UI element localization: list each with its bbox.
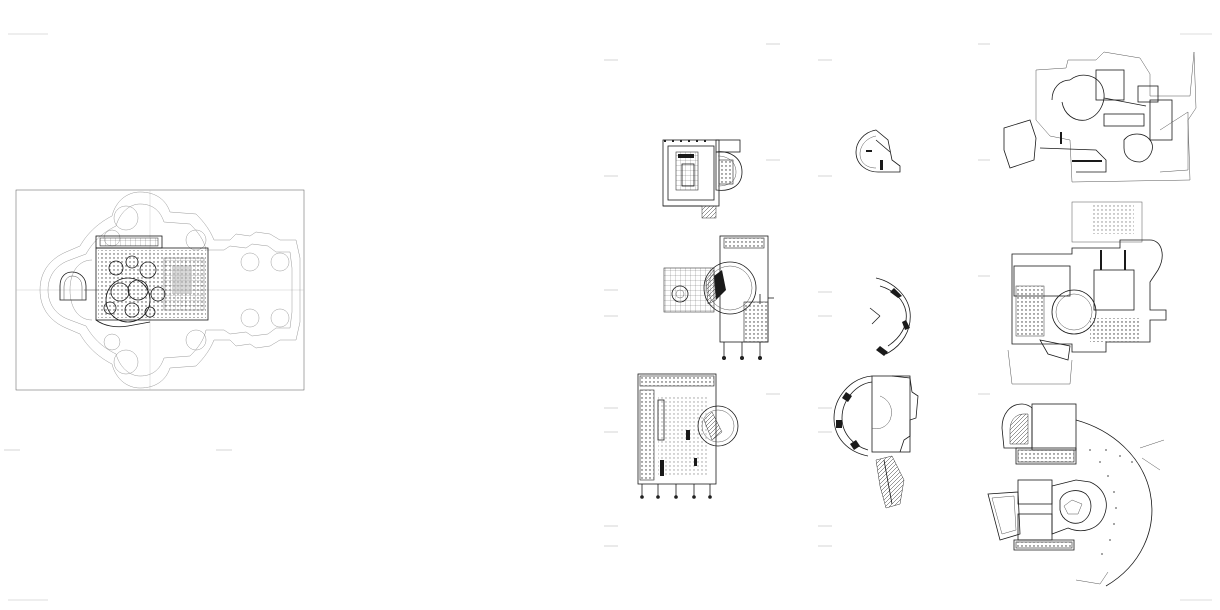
arc-detail-3 (833, 375, 919, 509)
arc-detail-2 (869, 277, 911, 356)
building-plan-2 (663, 235, 774, 360)
site-plan-2 (1007, 201, 1167, 385)
building-plan-1 (662, 139, 743, 219)
arc-detail-1 (855, 129, 901, 173)
st-peters-basilica-plan (15, 189, 305, 391)
building-plan-3 (637, 373, 739, 499)
sheet-tick-marks (4, 33, 1212, 601)
site-plan-3 (987, 403, 1165, 587)
site-plan-1 (1003, 51, 1197, 183)
